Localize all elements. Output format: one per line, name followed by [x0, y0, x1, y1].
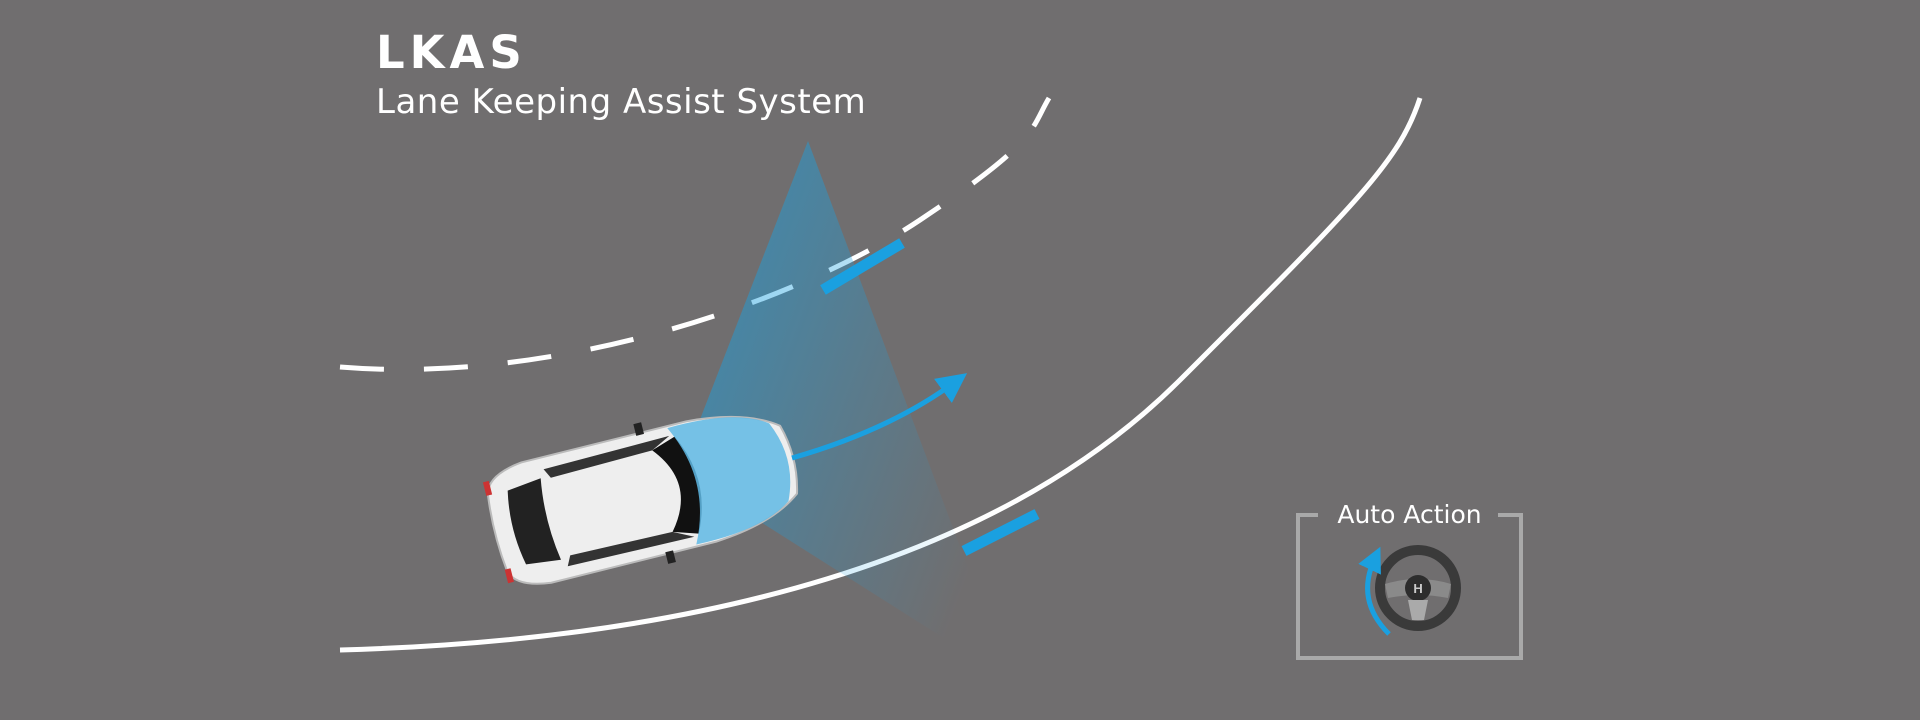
auto-action-frame — [1296, 513, 1523, 660]
svg-text:H: H — [1413, 581, 1422, 596]
page-title: LKAS — [376, 26, 527, 79]
steering-wheel-icon: H — [1375, 545, 1461, 631]
rotation-arrow-icon — [1358, 546, 1391, 636]
camera-detection-cone — [680, 141, 1010, 680]
dashed-lane-line — [339, 96, 1052, 372]
steering-correction-arrow — [791, 373, 968, 461]
page-subtitle: Lane Keeping Assist System — [376, 82, 867, 122]
auto-action-label: Auto Action — [1337, 500, 1482, 529]
car — [482, 415, 799, 585]
detected-solid-lane-highlight — [961, 509, 1040, 556]
solid-lane-line — [339, 97, 1423, 653]
